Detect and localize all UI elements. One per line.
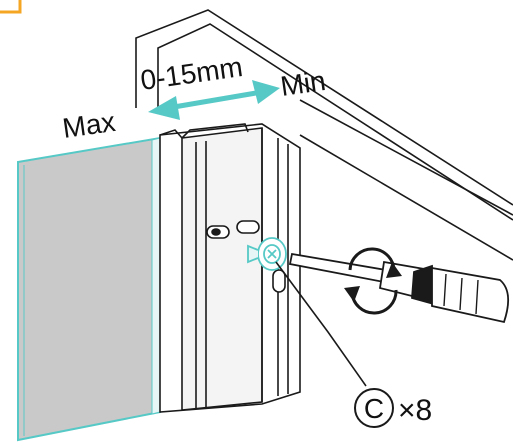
min-label: Min [279, 65, 328, 102]
wall-profile [159, 123, 301, 413]
rotate-arrows-icon [344, 247, 402, 315]
range-label: 0-15mm [139, 51, 245, 96]
wall-outline [135, 9, 513, 261]
part-callout: C ×8 [354, 388, 432, 428]
max-label: Max [61, 106, 118, 144]
part-letter: C [364, 393, 384, 424]
glass-panel [17, 136, 161, 442]
adjustment-slots [206, 220, 286, 293]
screwdriver-icon [288, 252, 510, 324]
quantity-label: ×8 [398, 394, 432, 427]
screw-icon [247, 237, 287, 271]
corner-frame [0, 0, 22, 14]
callout-leader [275, 261, 367, 387]
range-arrow [148, 80, 280, 120]
